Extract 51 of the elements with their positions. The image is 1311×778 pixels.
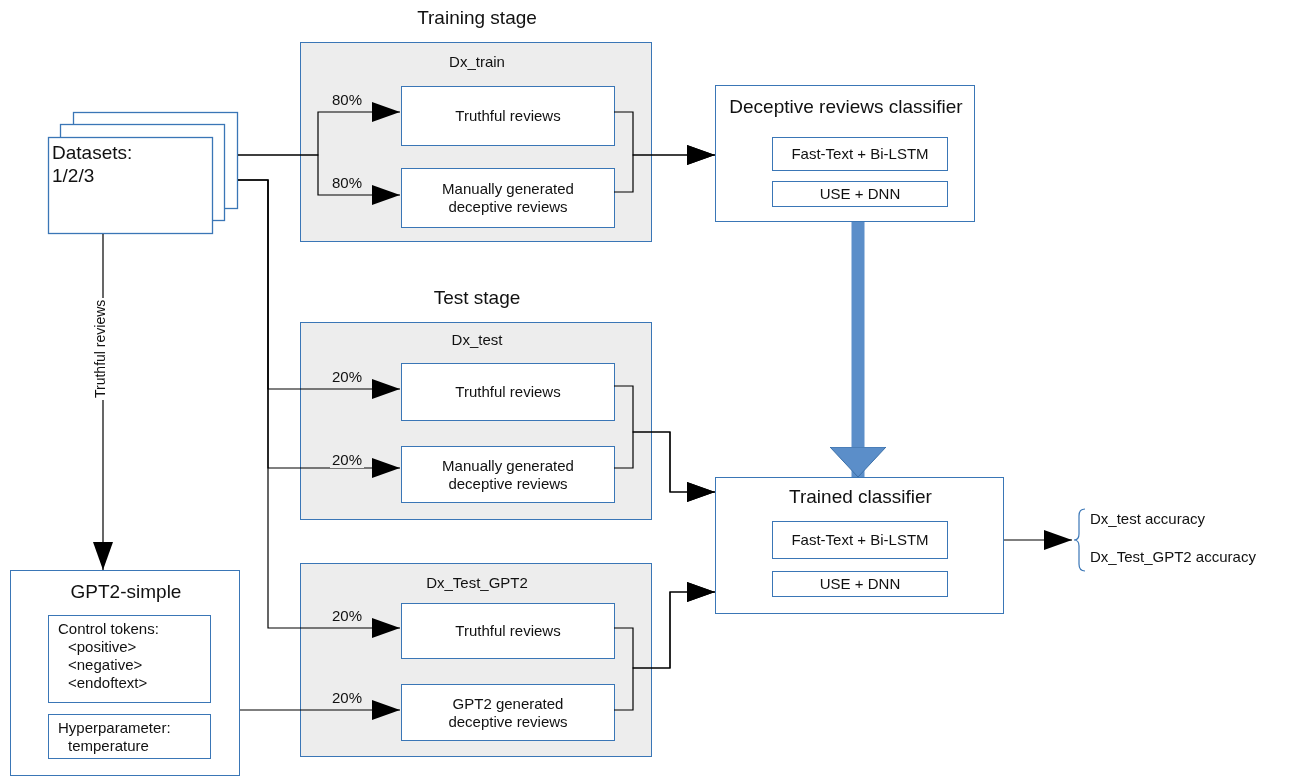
generator-box: [10, 570, 240, 776]
stage-heading: Training stage: [416, 7, 538, 30]
box-label: Truthful reviews: [454, 383, 562, 401]
arrow: [613, 145, 716, 193]
box-label: GPT2 generated deceptive reviews: [447, 694, 569, 731]
box-title: Trained classifier: [788, 486, 933, 509]
model-box: [772, 521, 948, 559]
arrow: [237, 154, 401, 205]
arrow: [1003, 530, 1073, 550]
data-box: [401, 446, 615, 503]
data-box: [401, 603, 615, 659]
box-label: Manually generated deceptive reviews: [441, 456, 575, 493]
dataset-stack: [48, 112, 238, 234]
panel-title: Dx_train: [448, 53, 506, 71]
arrow: [613, 582, 716, 711]
settings-box: [48, 714, 211, 759]
result-text: Dx_Test_GPT2 accuracy: [1090, 548, 1256, 566]
settings-heading: Control tokens:: [58, 620, 159, 638]
box-label: Datasets: 1/2/3: [52, 142, 134, 188]
model-box: [772, 181, 948, 207]
edge-label: Truthful reviews: [92, 297, 108, 400]
result-text: Dx_test accuracy: [1090, 510, 1206, 528]
box-title: GPT2-simple: [69, 581, 183, 604]
box-label: Truthful reviews: [454, 622, 562, 640]
box-title: Deceptive reviews classifier: [728, 96, 964, 119]
settings-heading: Hyperparameter:: [58, 719, 171, 737]
arrow: [237, 179, 401, 638]
box-label: USE + DNN: [818, 185, 902, 203]
stage-heading: Test stage: [432, 287, 522, 310]
model-box: [772, 571, 948, 597]
box-label: Fast-Text + Bi-LSTM: [790, 531, 930, 549]
setting-value: temperature: [68, 737, 149, 755]
data-box: [401, 168, 615, 228]
box-label: Manually generated deceptive reviews: [441, 180, 575, 216]
box-label: USE + DNN: [818, 575, 902, 593]
classifier-box: [715, 477, 1004, 614]
model-box: [772, 137, 948, 171]
data-box: [401, 363, 615, 421]
data-box: [401, 684, 615, 741]
settings-box: [48, 615, 211, 703]
stage-panel: [300, 563, 652, 757]
data-box: [401, 86, 615, 146]
panel-title: Dx_test: [450, 331, 504, 349]
token-list: <positive> <negative> <endoftext>: [68, 638, 148, 692]
box-label: Fast-Text + Bi-LSTM: [790, 145, 930, 163]
arrow: [239, 700, 401, 720]
classifier-box: [715, 85, 975, 222]
arrow: [613, 431, 716, 502]
box-label: Truthful reviews: [454, 107, 562, 125]
block-arrow: [829, 222, 887, 478]
panel-title: Dx_Test_GPT2: [425, 574, 529, 592]
